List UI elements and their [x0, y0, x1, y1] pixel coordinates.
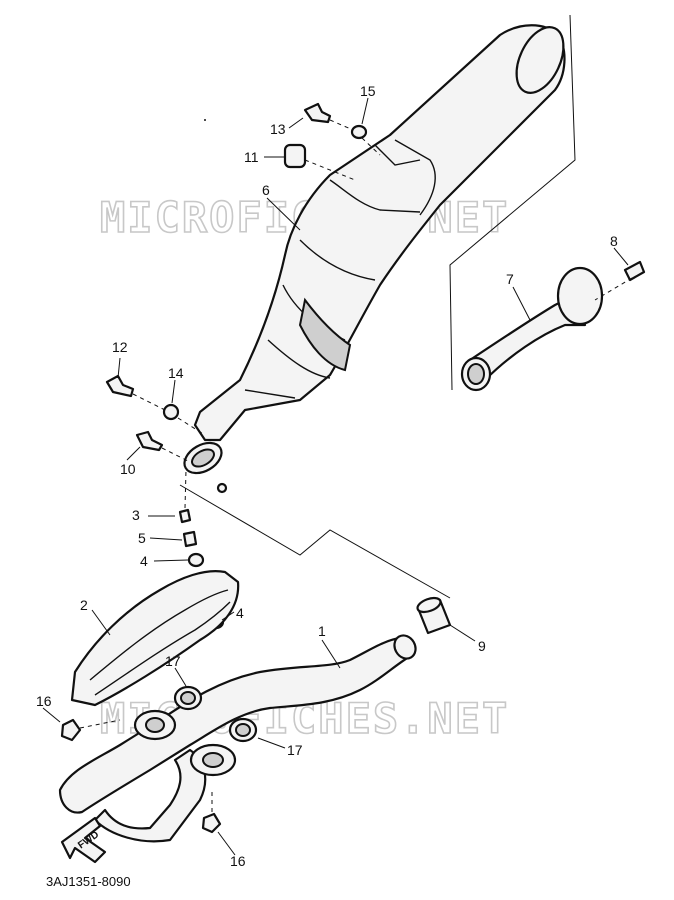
callout-14: 14 [168, 365, 184, 381]
tailpipe-part-7 [460, 266, 604, 392]
muffler-part-6 [183, 24, 566, 494]
nut-part-16-bottom [201, 790, 222, 834]
callout-6: 6 [262, 182, 270, 198]
callout-7: 7 [506, 271, 514, 287]
callout-8: 8 [610, 233, 618, 249]
bolt-part-13 [303, 102, 361, 134]
washer-part-14 [162, 403, 206, 436]
callout-labels: 1 2 3 4 4 5 6 7 8 9 10 11 12 13 14 15 16… [36, 83, 618, 869]
bolt-part-10 [135, 430, 191, 463]
callout-16-bottom: 16 [230, 853, 246, 869]
grommet-part-4-upper [187, 552, 205, 568]
callout-16-left: 16 [36, 693, 52, 709]
speck [204, 119, 206, 121]
clip-part-5 [182, 530, 198, 548]
callout-3: 3 [132, 507, 140, 523]
callout-17-right: 17 [287, 742, 303, 758]
callout-12: 12 [112, 339, 128, 355]
gasket-part-17-right [228, 717, 258, 743]
bolt-part-8 [594, 260, 646, 301]
nut-part-16-left [60, 718, 121, 742]
callout-15: 15 [360, 83, 376, 99]
gasket-part-9 [416, 596, 452, 635]
callout-9: 9 [478, 638, 486, 654]
callout-10: 10 [120, 461, 136, 477]
bolt-part-12 [105, 374, 166, 411]
callout-13: 13 [270, 121, 286, 137]
gasket-part-17-left [173, 685, 203, 711]
callout-4-lower: 4 [236, 605, 244, 621]
callout-11: 11 [244, 149, 259, 165]
callout-leaders [42, 97, 629, 856]
heat-shield-part-2 [70, 570, 240, 707]
callout-4-upper: 4 [140, 553, 148, 569]
washer-part-15 [350, 124, 381, 156]
callout-1: 1 [318, 623, 326, 639]
callout-17-upper: 17 [165, 653, 181, 669]
callout-5: 5 [138, 530, 146, 546]
header-pipe-part-1 [58, 634, 417, 843]
forward-direction-arrow: FWD [60, 816, 107, 864]
collar-part-11 [283, 143, 356, 181]
diagram-code: 3AJ1351-8090 [46, 874, 131, 889]
callout-2: 2 [80, 597, 88, 613]
assembly-outline [449, 14, 576, 391]
nut-part-3 [178, 508, 192, 524]
